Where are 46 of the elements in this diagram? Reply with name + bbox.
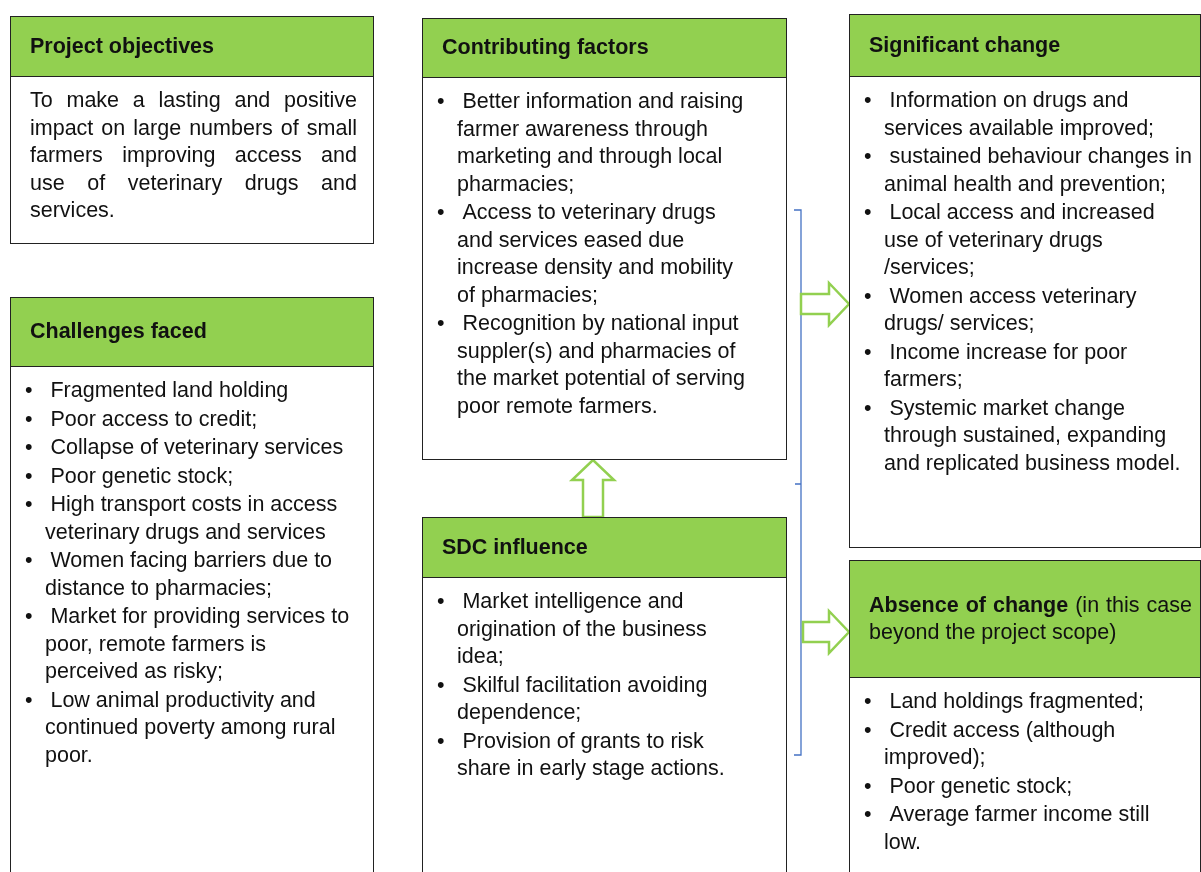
list-item: • Systemic market change through sustained, expanding and replicated business model. [864,394,1182,477]
list-item: • Market for providing services to poor, remote farmers is perceived as risky; [25,603,351,685]
heading: Project objectives [30,32,215,60]
list-item: • Credit access (although improved); [864,716,1117,771]
paragraph: To make a lasting and positive impact on large numbers of small farmers improving access and use of veterinary drugs and services. [29,87,358,224]
text-panel [10,366,374,872]
heading: Significant change [869,31,1061,59]
list-item: • Poor genetic stock; [25,462,235,490]
text-panel [849,76,1201,548]
list-item: • Local access and increased use of veterinary drugs /services; [864,199,1156,281]
heading: SDC influence [442,533,588,561]
list-item: • Market intelligence and origination of the business idea; [437,588,708,670]
list-item: • Access to veterinary drugs and services eased due increase density and mobility of pharmacies; [437,199,735,309]
list-item: • Provision of grants to risk share in early stage actions. [437,727,726,782]
list-item: • Fragmented land holding [25,377,290,404]
heading: Absence of change (in this case beyond the project scope) [869,591,1192,646]
list-item: • Low animal productivity and continued poverty among rural poor. [25,686,337,769]
list-item: • Collapse of veterinary services [25,434,345,461]
list-item: • Recognition by national input suppler(s) and pharmacies of the market potential of serving poor remote farmers. [437,310,746,420]
list-item: • sustained behaviour changes in animal health and prevention; [864,143,1193,198]
list-item: • High transport costs in access veterinary drugs and services [25,491,339,546]
header-bar [422,18,787,78]
header-bar [422,517,787,578]
block-arrow [568,458,618,519]
list-item: • Income increase for poor farmers; [864,338,1129,393]
header-bar [10,297,374,367]
list-item: • Poor genetic stock; [864,772,1074,800]
list-item: • Women facing barriers due to distance to pharmacies; [25,547,334,602]
text-panel [10,76,374,244]
list-item: • Women access veterinary drugs/ services; [864,282,1138,337]
heading: Challenges faced [30,318,207,346]
header-bar [849,14,1201,77]
list-item: • Skilful facilitation avoiding dependence; [437,671,709,726]
text-panel [849,677,1201,872]
list-item: • Poor access to credit; [25,405,259,433]
list-item: • Information on drugs and services available improved; [864,87,1156,142]
list-item: • Average farmer income still low. [864,801,1151,856]
text-panel [422,577,787,872]
block-arrow [801,607,851,657]
header-bar [10,16,374,77]
list-item: • Better information and raising farmer awareness through marketing and through local pharmacies; [437,88,745,198]
header-bar [849,560,1201,678]
text-panel [422,77,787,460]
block-arrow [799,279,851,329]
heading: Contributing factors [442,34,649,62]
list-item: • Land holdings fragmented; [864,688,1146,715]
